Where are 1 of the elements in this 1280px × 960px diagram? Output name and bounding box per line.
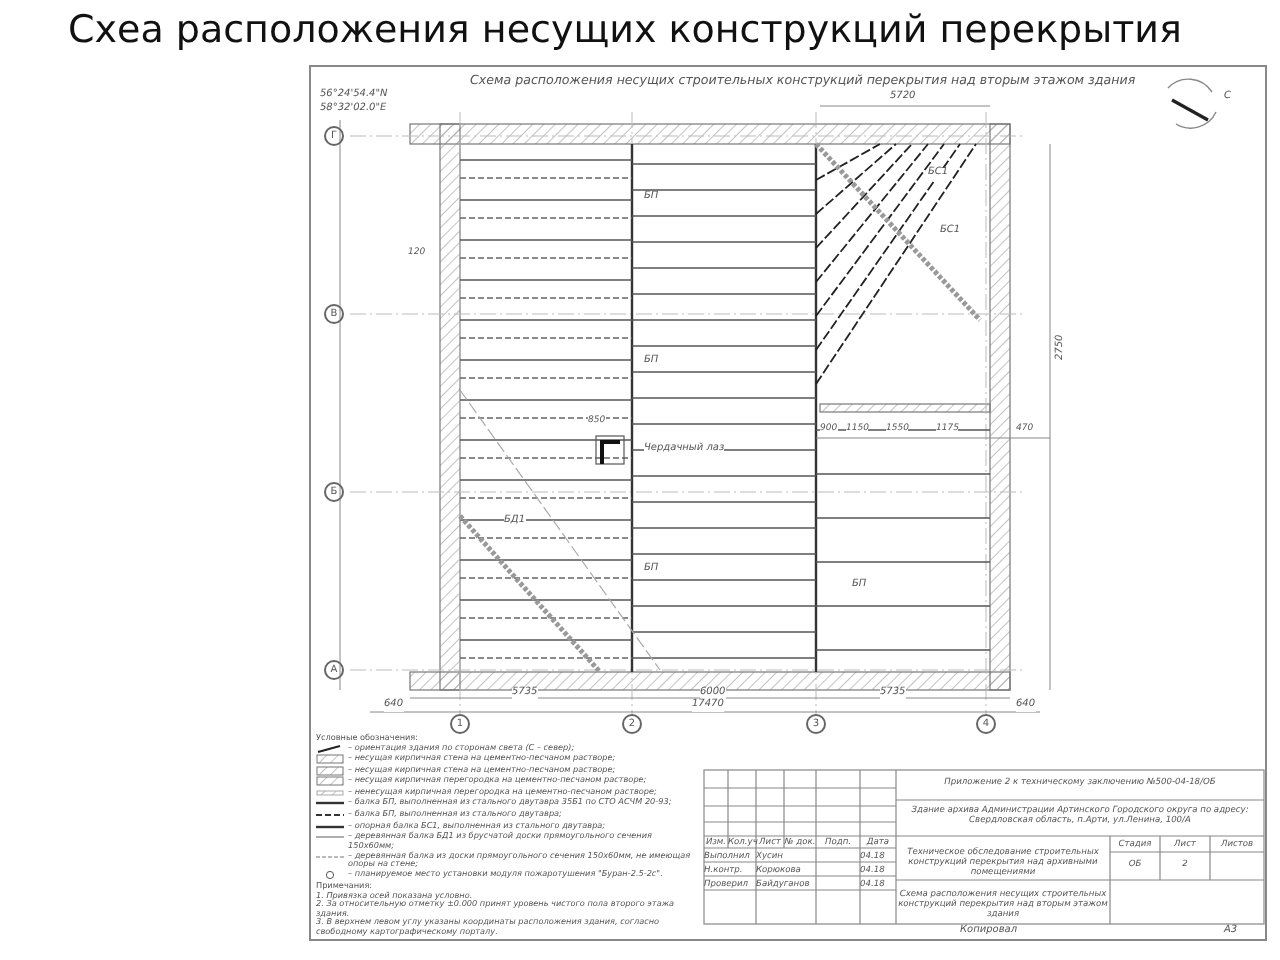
heading: Схеа расположения несущих конструкций перекрытия bbox=[68, 8, 1182, 52]
